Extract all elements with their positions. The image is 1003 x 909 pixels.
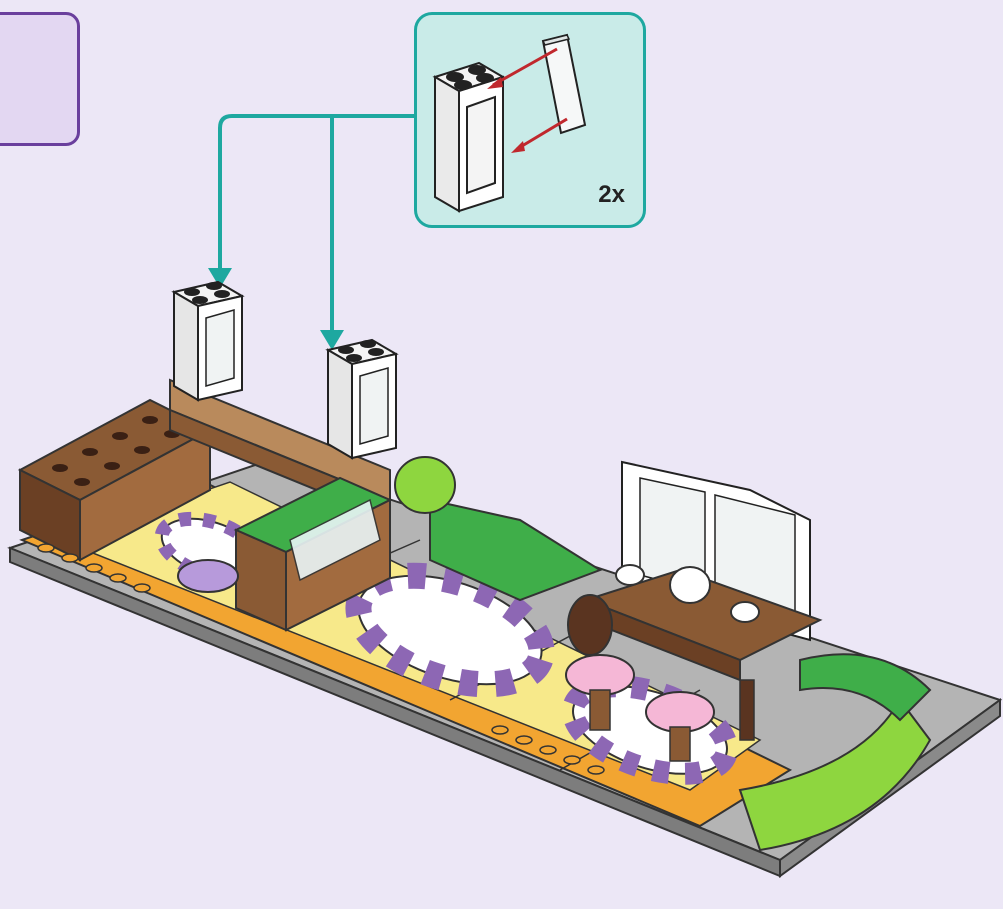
window-assembly-illustration [432, 33, 587, 213]
double-window [621, 460, 811, 642]
red-arrow-icon [487, 47, 568, 153]
teal-connector-arrow-icon [218, 114, 414, 330]
green-counter [233, 476, 393, 632]
window-right [325, 338, 399, 460]
tea-table [567, 564, 823, 741]
pink-stool [177, 559, 715, 762]
step-number-box [0, 12, 80, 146]
window-pane-icon [541, 33, 587, 135]
green-bench [394, 456, 603, 602]
lime-curved-bench [738, 653, 932, 852]
sub-assembly-callout: 2x [414, 12, 646, 228]
window-left [171, 280, 245, 402]
window-frame-icon [432, 61, 506, 213]
quantity-label: 2x [598, 181, 625, 208]
front-studs [37, 543, 605, 775]
